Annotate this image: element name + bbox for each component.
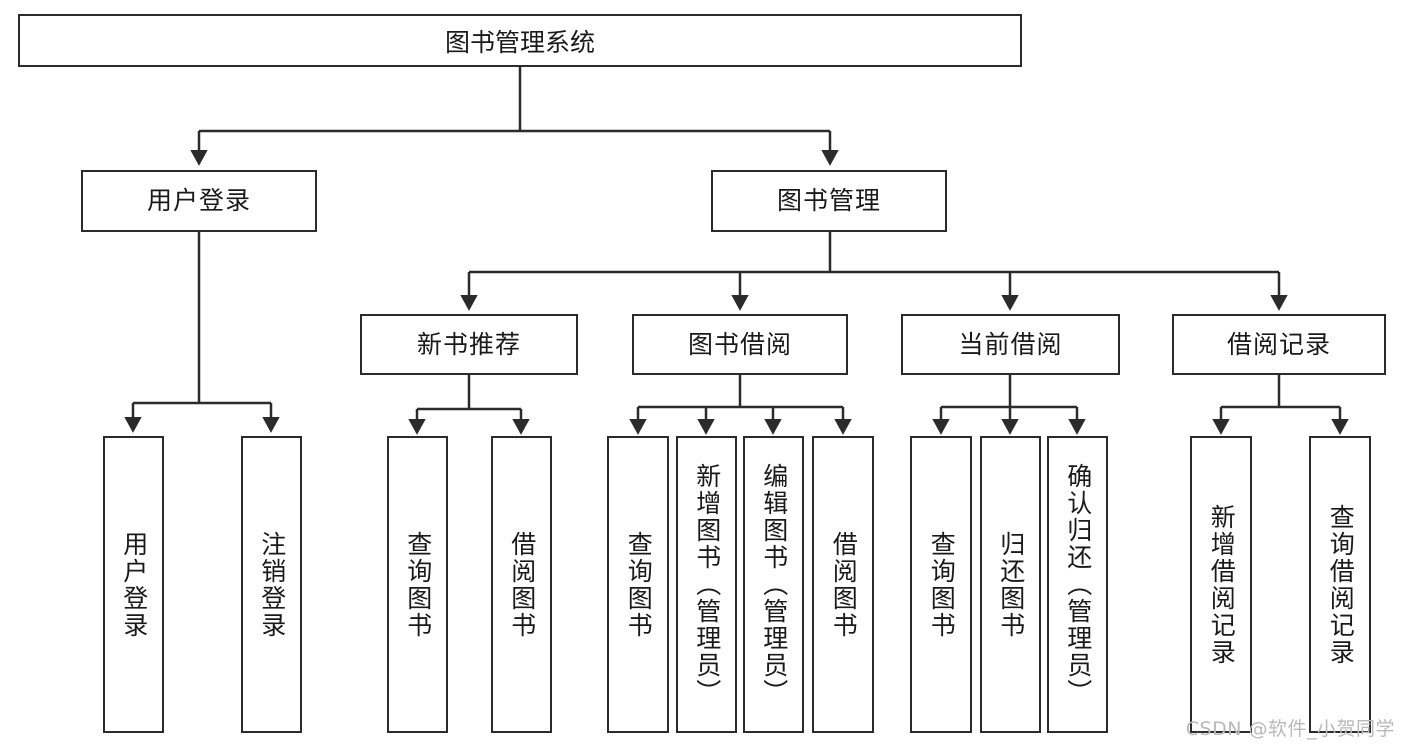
node-book-borrow[interactable]: 图书借阅: [632, 314, 848, 375]
node-new-book-recommend-label: 新书推荐: [416, 329, 521, 359]
leaf-current-borrow-query[interactable]: 查询图书: [910, 436, 972, 733]
node-current-borrow-label: 当前借阅: [958, 329, 1063, 359]
node-user-login[interactable]: 用户登录: [81, 170, 317, 232]
leaf-borrow-record-add[interactable]: 新增借阅记录: [1190, 436, 1252, 733]
leaf-label: 借阅图书: [829, 530, 859, 639]
leaf-new-book-query[interactable]: 查询图书: [387, 436, 448, 733]
leaf-user-login-logout[interactable]: 注销登录: [241, 436, 302, 733]
node-borrow-record[interactable]: 借阅记录: [1172, 314, 1386, 375]
leaf-label: 查询借阅记录: [1326, 503, 1356, 666]
node-book-borrow-label: 图书借阅: [687, 329, 792, 359]
leaf-label: 注销登录: [257, 530, 287, 639]
node-root-label: 图书管理系统: [444, 27, 595, 57]
node-current-borrow[interactable]: 当前借阅: [901, 314, 1120, 375]
node-new-book-recommend[interactable]: 新书推荐: [360, 314, 578, 375]
leaf-label: 借阅图书: [507, 530, 537, 639]
node-user-login-label: 用户登录: [146, 186, 251, 215]
node-root[interactable]: 图书管理系统: [18, 14, 1022, 67]
node-book-management[interactable]: 图书管理: [711, 170, 947, 232]
leaf-book-borrow-borrow[interactable]: 借阅图书: [812, 436, 874, 733]
leaf-label: 新增图书（管理员）: [692, 463, 722, 706]
leaf-label: 归还图书: [996, 530, 1026, 639]
leaf-label: 查询图书: [403, 530, 433, 639]
leaf-new-book-borrow[interactable]: 借阅图书: [491, 436, 552, 733]
leaf-user-login-login[interactable]: 用户登录: [103, 436, 164, 733]
leaf-current-borrow-confirm[interactable]: 确认归还（管理员）: [1047, 436, 1108, 733]
leaf-label: 编辑图书（管理员）: [759, 463, 789, 706]
watermark: CSDN @软件_小贺同学: [1185, 718, 1395, 740]
leaf-book-borrow-add[interactable]: 新增图书（管理员）: [676, 436, 737, 733]
node-borrow-record-label: 借阅记录: [1226, 329, 1331, 359]
node-book-management-label: 图书管理: [776, 186, 881, 215]
leaf-label: 用户登录: [119, 530, 149, 639]
leaf-book-borrow-query[interactable]: 查询图书: [607, 436, 669, 733]
leaf-label: 查询图书: [927, 530, 957, 639]
leaf-label: 查询图书: [624, 530, 654, 639]
leaf-borrow-record-query[interactable]: 查询借阅记录: [1309, 436, 1371, 733]
leaf-current-borrow-return[interactable]: 归还图书: [980, 436, 1041, 733]
leaf-label: 新增借阅记录: [1207, 503, 1237, 666]
leaf-label: 确认归还（管理员）: [1063, 463, 1093, 706]
leaf-book-borrow-edit[interactable]: 编辑图书（管理员）: [743, 436, 804, 733]
